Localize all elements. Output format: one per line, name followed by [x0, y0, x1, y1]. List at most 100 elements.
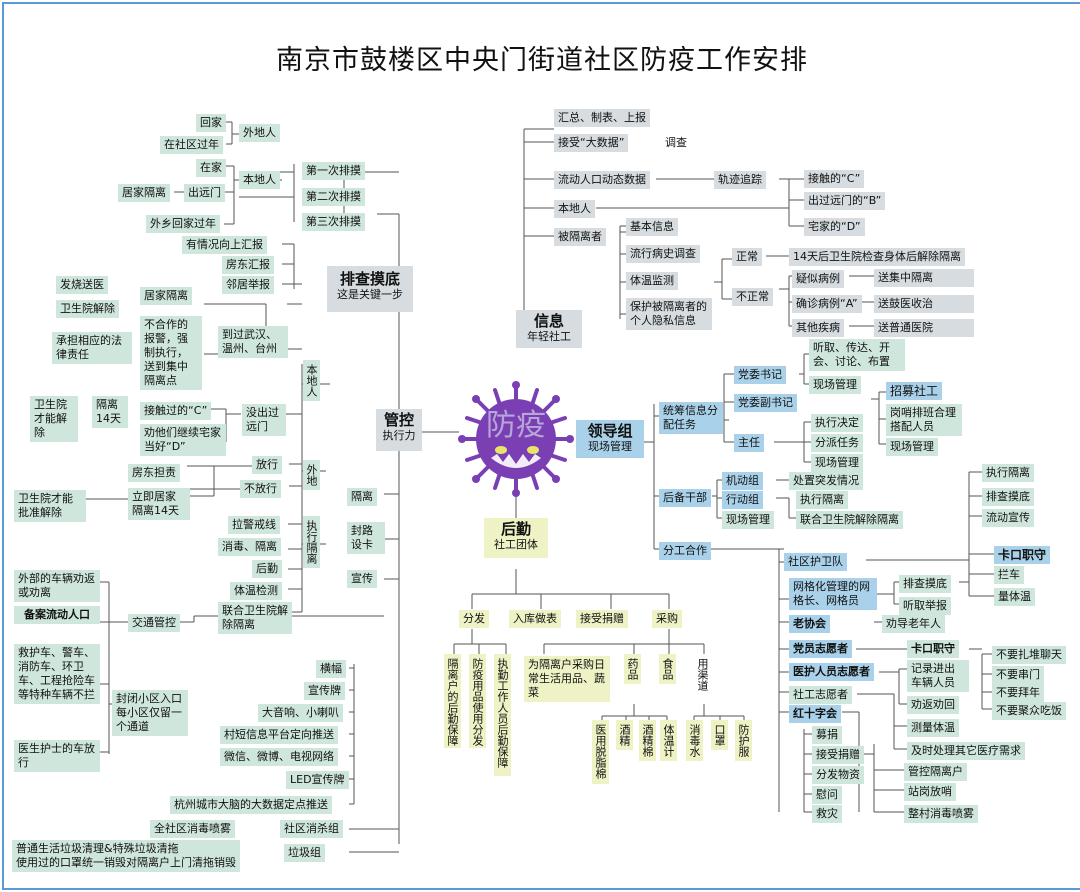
checkpoint-item-2: 量体温 [994, 588, 1035, 606]
secretary-item-1: 听取、传达、开会、讨论、布置 [809, 339, 905, 371]
garbage-note: 普通生活垃圾清理&特殊垃圾清拖 使用过的口罩统一销毁对隔离户上门清拖销毁 [12, 840, 240, 872]
hub-info-title: 信息 [533, 312, 564, 330]
spray-community: 全社区消毒喷雾 [150, 820, 235, 838]
doctor-pass: 医生护士的车放行 [14, 740, 100, 772]
clinic-lift: 卫生院才能解除 [30, 396, 78, 442]
special-vehicles: 救护车、警车、消防车、环卫车、工程抢险车等特种车辆不拦 [14, 644, 100, 704]
medical-item-2: 劝返劝回 [907, 696, 959, 714]
action-item-2: 联合卫生院解除隔离 [796, 511, 903, 529]
social-volunteers: 社工志愿者 [789, 686, 852, 704]
gate-control: 封闭小区入口每小区仅留一个通道 [112, 690, 188, 736]
control-roadblock: 封路设卡 [347, 522, 385, 554]
case-action-3: 送普通医院 [874, 319, 974, 337]
not-traveled: 没出过远门 [242, 404, 286, 436]
control-outsiders: 外地 [303, 460, 320, 490]
med-item-4: 体温计 [660, 720, 677, 761]
rc-side-3: 整村消毒喷雾 [904, 805, 978, 823]
grid-item-1: 排查摸底 [899, 575, 951, 593]
info-history: 流行病史调查 [626, 245, 700, 263]
stay-home-d: 劝他们继续宅家当好“D” [140, 424, 226, 456]
source-report: 有情况向上汇报 [182, 236, 267, 254]
no-release: 不放行 [240, 480, 281, 498]
task-release: 联合卫生院解除隔离 [218, 602, 292, 634]
hub-info: 信息 年轻社工 [516, 310, 582, 348]
round-2: 第二次排摸 [302, 188, 365, 206]
info-privacy: 保护被隔离者的个人隐私信息 [626, 298, 712, 330]
dist-item-2: 防疫用品使用分发 [469, 654, 486, 748]
media-banner: 横幅 [316, 660, 346, 678]
page-title: 南京市鼓楼区中央门街道社区防疫工作安排 [276, 45, 808, 76]
source-neighbor: 邻居举报 [222, 276, 274, 294]
hub-leadership-subtitle: 现场管理 [588, 440, 632, 453]
medical-volunteers: 医护人员志愿者 [789, 663, 874, 681]
dist-item-1: 隔离户的后勤保障 [444, 654, 461, 748]
control-isolate: 隔离 [347, 488, 377, 506]
case-action-2: 送鼓医收治 [874, 295, 974, 313]
trip-areas: 到过武汉、温州、台州 [218, 326, 288, 358]
channel-item-1: 消毒水 [686, 720, 703, 761]
contact-d-group: 宅家的“D” [804, 218, 865, 236]
logi-stock: 入库做表 [509, 610, 561, 628]
info-local: 本地人 [554, 200, 595, 218]
rule-4: 不要聚众吃饭 [992, 702, 1066, 720]
home-14: 立即居家隔离14天 [128, 488, 190, 520]
med-item-2: 酒精 [616, 720, 633, 750]
lead-coord: 统筹信息分配任务 [659, 402, 723, 434]
info-track: 轨迹追踪 [714, 171, 766, 189]
record-population: 备案流动人口 [14, 606, 100, 624]
round-1: 第一次排摸 [302, 162, 365, 180]
lead-secretary: 党委书记 [734, 366, 786, 384]
landlord-responsible: 房东担责 [128, 464, 180, 482]
info-abnormal: 不正常 [732, 288, 773, 306]
local-label: 本地人 [239, 171, 280, 189]
guard-item-3: 流动宣传 [982, 509, 1034, 527]
hub-control: 管控 执行力 [376, 409, 422, 451]
case-other: 其他疾病 [792, 319, 844, 337]
control-locals: 本地人 [303, 360, 320, 401]
hub-leadership-title: 领导组 [587, 422, 633, 440]
info-quarantined: 被隔离者 [554, 228, 606, 246]
lead-deputy: 党委副书记 [734, 394, 797, 412]
control-quarantine-team: 执行隔离 [303, 516, 320, 568]
director-item-3: 现场管理 [811, 454, 863, 472]
task-cordon: 拉警戒线 [228, 516, 280, 534]
rule-1: 不要扎堆聊天 [992, 646, 1066, 664]
task-logistics: 后勤 [252, 560, 282, 578]
deputy-item-3: 现场管理 [886, 438, 938, 456]
outsider-stay: 在社区过年 [160, 136, 223, 154]
lead-division: 分工合作 [659, 542, 711, 560]
media-sms: 村短信息平台定向推送 [220, 726, 338, 744]
action-item-1: 执行隔离 [796, 491, 848, 509]
disinfect-team: 社区消杀组 [280, 820, 343, 838]
red-cross: 红十字会 [789, 705, 841, 723]
round-3: 第三次排摸 [302, 213, 365, 231]
channel-item-3: 防护服 [735, 720, 752, 761]
media-speaker: 大音响、小喇叭 [258, 704, 343, 722]
task-temp: 体温检测 [230, 582, 282, 600]
hub-screening-subtitle: 这是关键一步 [337, 288, 403, 301]
purchase-daily: 为隔离户采购日常生活用品、蔬菜 [524, 656, 610, 702]
rc-item-3: 分发物资 [812, 766, 864, 784]
media-led: LED宣传牌 [286, 771, 349, 789]
case-suspected: 疑似病例 [792, 270, 844, 288]
party-post: 卡口职守 [907, 640, 959, 658]
rc-side-1: 管控隔离户 [904, 763, 967, 781]
rule-2: 不要串门 [992, 666, 1044, 684]
action-team: 行动组 [722, 491, 763, 509]
vehicles-back: 外部的车辆劝返或劝离 [14, 570, 100, 602]
contact-c: 接触过的“C” [140, 402, 212, 420]
hub-control-title: 管控 [383, 411, 414, 429]
deputy-item-2: 岗哨排班合理搭配人员 [886, 404, 962, 436]
hub-logistics: 后勤 社工团体 [484, 518, 548, 558]
rc-side-2: 站岗放哨 [904, 783, 956, 801]
med-item-3: 酒精棉 [639, 720, 656, 761]
grid-managers: 网格化管理的网格长、网格员 [789, 578, 877, 610]
media-sign: 宣传牌 [304, 682, 345, 700]
source-landlord: 房东汇报 [222, 256, 274, 274]
control-publicity: 宣传 [347, 570, 377, 588]
clinic-approve: 卫生院才能批准解除 [14, 490, 86, 522]
info-temp: 体温监测 [626, 272, 678, 290]
rc-item-2: 接受捐赠 [812, 746, 864, 764]
guard-item-2: 排查摸底 [982, 488, 1034, 506]
rc-item-1: 募捐 [812, 726, 842, 744]
